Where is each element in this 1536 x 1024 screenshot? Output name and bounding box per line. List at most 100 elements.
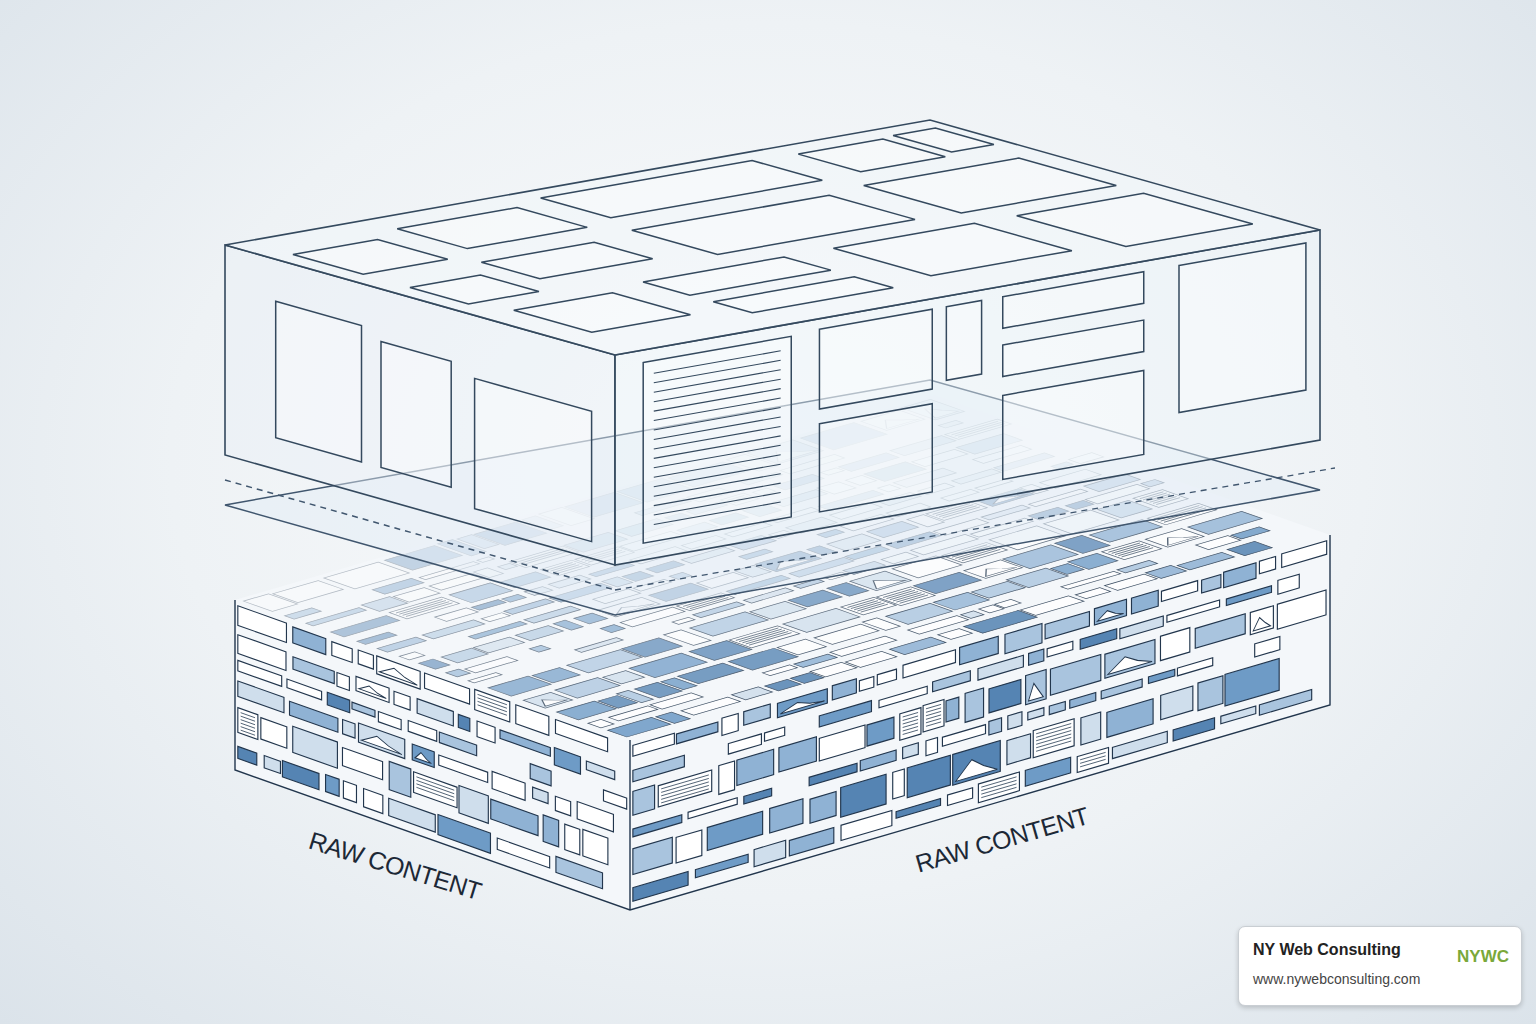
content-tile xyxy=(1045,611,1089,638)
content-tile xyxy=(1020,596,1084,616)
content-tile xyxy=(530,764,551,786)
tile-text-line xyxy=(883,589,912,597)
tile-rect xyxy=(1075,588,1110,599)
tile-rect xyxy=(1105,574,1158,590)
content-tile xyxy=(516,705,549,736)
content-tile xyxy=(810,662,857,677)
image-icon xyxy=(862,575,906,589)
tile-rect xyxy=(1077,748,1108,773)
content-tile xyxy=(358,650,373,669)
content-tile xyxy=(1075,588,1110,599)
panel-text-line xyxy=(654,360,781,383)
panel-text-line xyxy=(654,379,781,402)
content-tile xyxy=(523,692,572,708)
content-tile xyxy=(1202,574,1221,593)
layout-panel xyxy=(410,275,539,304)
content-tile xyxy=(293,627,326,655)
content-tile xyxy=(965,688,983,722)
content-tile xyxy=(553,620,583,630)
tile-rect xyxy=(859,676,873,691)
tile-text-line xyxy=(854,602,881,610)
content-tile xyxy=(633,785,655,815)
tile-rect xyxy=(1131,590,1158,614)
tile-rect xyxy=(633,733,674,756)
content-tile xyxy=(1282,541,1327,568)
tile-rect xyxy=(719,761,735,794)
content-tile xyxy=(261,718,287,749)
tile-rect xyxy=(1259,556,1275,573)
content-tile xyxy=(1259,556,1275,573)
tile-rect xyxy=(879,686,927,708)
section-label: RAW CONTENT xyxy=(912,801,1092,878)
tile-text-line xyxy=(416,787,454,800)
tile-rect xyxy=(419,659,450,669)
content-tile xyxy=(658,770,711,807)
tile-rect xyxy=(1026,670,1047,705)
tile-rect xyxy=(788,590,842,607)
content-tile xyxy=(633,871,688,901)
tile-rect xyxy=(971,581,1025,598)
layout-panel xyxy=(1179,243,1306,413)
content-tile xyxy=(1105,640,1155,679)
content-tile xyxy=(819,725,865,761)
tile-rect xyxy=(477,721,495,743)
tile-rect xyxy=(532,668,580,683)
tile-rect xyxy=(850,571,912,591)
tile-rect xyxy=(438,815,490,854)
tile-rect xyxy=(989,718,1002,735)
pile-edge xyxy=(629,740,630,910)
layout-panel xyxy=(643,336,791,543)
image-icon xyxy=(1097,606,1123,621)
tile-rect xyxy=(1282,541,1327,568)
tile-rect xyxy=(633,785,655,815)
tile-rect xyxy=(1177,658,1212,676)
tile-rect xyxy=(458,714,470,731)
tile-rect xyxy=(942,725,985,747)
content-tile xyxy=(399,652,425,660)
content-tile xyxy=(732,687,773,700)
content-tile xyxy=(961,611,984,618)
tile-text-line xyxy=(857,603,884,611)
panel-text-line xyxy=(654,408,781,431)
tile-rect xyxy=(1145,565,1186,578)
content-tile xyxy=(926,737,938,755)
tile-rect xyxy=(890,637,946,654)
tile-rect xyxy=(439,732,476,756)
content-tile xyxy=(575,638,623,653)
tile-rect xyxy=(867,717,894,746)
content-tile xyxy=(770,799,803,833)
content-tile xyxy=(744,788,772,804)
content-tile xyxy=(1278,574,1299,594)
content-tile xyxy=(722,713,738,735)
tile-rect xyxy=(946,697,959,722)
panel-text-line xyxy=(654,445,781,468)
content-tile xyxy=(678,663,744,684)
content-tile xyxy=(850,571,912,591)
content-tile xyxy=(1131,590,1158,614)
tile-rect xyxy=(965,688,983,722)
content-tile xyxy=(465,657,518,673)
tile-rect xyxy=(765,679,801,690)
tile-rect xyxy=(1101,679,1142,699)
content-tile xyxy=(879,686,927,708)
logo-mark: NYWC xyxy=(1457,947,1509,967)
tile-text-line xyxy=(661,775,709,789)
content-tile xyxy=(695,854,748,878)
content-tile xyxy=(332,642,352,663)
content-tile xyxy=(327,692,349,712)
content-tile xyxy=(867,717,894,746)
layout-panel xyxy=(397,208,587,249)
content-tile xyxy=(1077,748,1108,773)
content-tile xyxy=(1050,654,1100,695)
tile-rect xyxy=(923,700,944,733)
content-tile xyxy=(896,799,940,819)
tile-rect xyxy=(1259,690,1311,716)
content-tile xyxy=(439,755,488,783)
tile-rect xyxy=(779,737,817,772)
image-icon xyxy=(1156,532,1198,545)
pile-left-face xyxy=(238,605,627,901)
tile-rect xyxy=(332,642,352,663)
tile-rect xyxy=(377,656,420,689)
